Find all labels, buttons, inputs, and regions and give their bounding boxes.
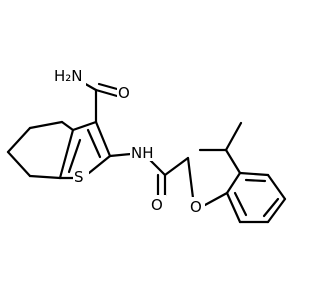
atom-amide-nh: NH <box>131 144 154 162</box>
atom-bg-o-ether <box>189 197 205 215</box>
bond-ar6-ar1 <box>225 191 242 224</box>
bond-ar4-ar5 <box>266 197 287 224</box>
bond-nh-cacyl <box>148 158 167 177</box>
bond-c3-c2 <box>94 120 112 158</box>
bond-c2-s <box>87 154 112 175</box>
bond-ch-me2 <box>224 121 243 152</box>
atom-bg-nh2 <box>54 66 86 86</box>
bond-ar2-ch <box>224 148 242 175</box>
bond-cacyl-ch2 <box>163 156 190 177</box>
bond-c3a-c7a-inner <box>67 138 82 174</box>
atom-sulfur: S <box>74 168 84 186</box>
bond-c6-c7 <box>6 150 32 178</box>
bond-c2-nh <box>108 152 133 158</box>
atom-acetamide-o: O <box>151 196 163 214</box>
atom-ether-o: O <box>190 198 202 216</box>
bond-c3a-c3 <box>71 120 98 132</box>
bond-c7a-c3a <box>58 128 75 180</box>
atom-bg-o-acyl <box>150 195 166 213</box>
bond-ar-double-2 <box>262 197 280 218</box>
bond-ar-double-1 <box>244 178 267 183</box>
structure-diagram: O H₂N NH S O O <box>6 66 287 224</box>
atom-bg-o-carbonyl <box>117 82 133 100</box>
bond-oether-ar1 <box>203 191 229 207</box>
bond-c3a-c4 <box>60 120 75 132</box>
atom-bg-s <box>73 168 89 186</box>
bond-c7-c7a <box>28 174 62 180</box>
bond-ccarbonyl-o-double <box>97 82 119 91</box>
bond-ch2-oether <box>186 156 195 200</box>
atom-bg-nh <box>130 143 160 161</box>
bond-c5-c6 <box>6 126 32 154</box>
atom-amine-nh2: H₂N <box>54 67 83 85</box>
bond-c4-c5 <box>28 120 64 130</box>
bond-ar3-ar4 <box>266 173 287 201</box>
bond-ar-double-3 <box>233 191 248 217</box>
bond-ccarbonyl-o <box>94 88 119 98</box>
atom-carbonyl-o: O <box>118 84 130 102</box>
bond-ar2-ar3 <box>238 171 270 177</box>
bond-ar1-ar2 <box>225 171 242 195</box>
molecule-drawing: O H₂N NH S O O <box>6 66 287 224</box>
bond-c3-c2-double <box>86 128 102 159</box>
